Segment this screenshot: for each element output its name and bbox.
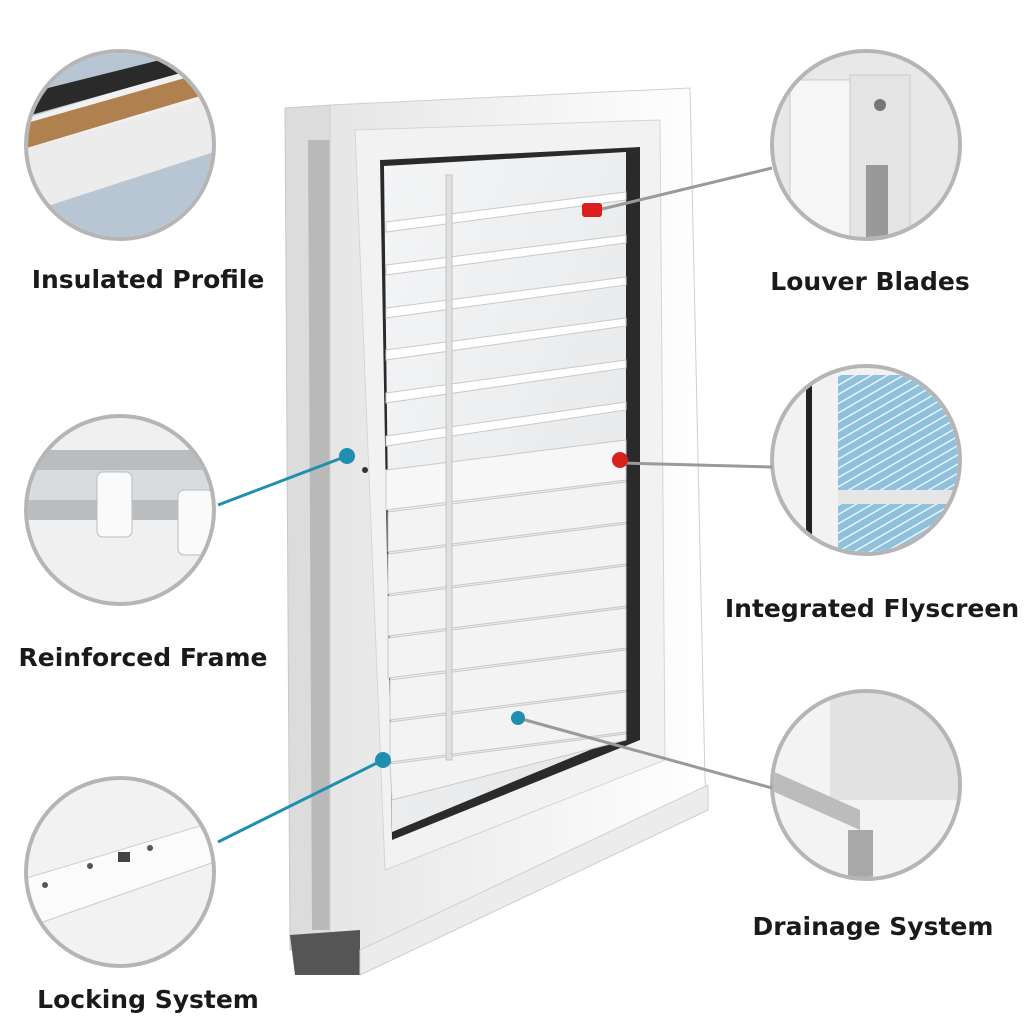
label-integrated-flyscreen: Integrated Flyscreen (724, 594, 1020, 623)
louver-blades-detail (774, 53, 958, 237)
detail-circles (24, 49, 962, 968)
label-insulated-profile: Insulated Profile (31, 265, 265, 294)
leader-lines (217, 166, 773, 844)
reinforcement-strip (308, 140, 330, 930)
insulated-profile-detail (28, 53, 212, 237)
label-locking-system: Locking System (37, 985, 259, 1014)
sill (359, 784, 709, 976)
label-reinforced-frame: Reinforced Frame (18, 643, 268, 672)
locking-system-detail (28, 780, 212, 964)
operator-bar (445, 174, 453, 761)
label-louver-blades: Louver Blades (770, 267, 970, 296)
leader-flyscreen (621, 461, 773, 469)
leader-louver-blades (597, 166, 773, 212)
leader-locking-system (217, 758, 384, 844)
label-drainage-system: Drainage System (752, 912, 994, 941)
leader-drainage-system (517, 716, 773, 790)
sill-bottom (290, 930, 360, 975)
drainage-system-detail (774, 693, 958, 877)
window-illustration (284, 87, 709, 976)
leader-reinforced-frame (217, 454, 348, 507)
reinforced-frame-detail (28, 418, 212, 602)
